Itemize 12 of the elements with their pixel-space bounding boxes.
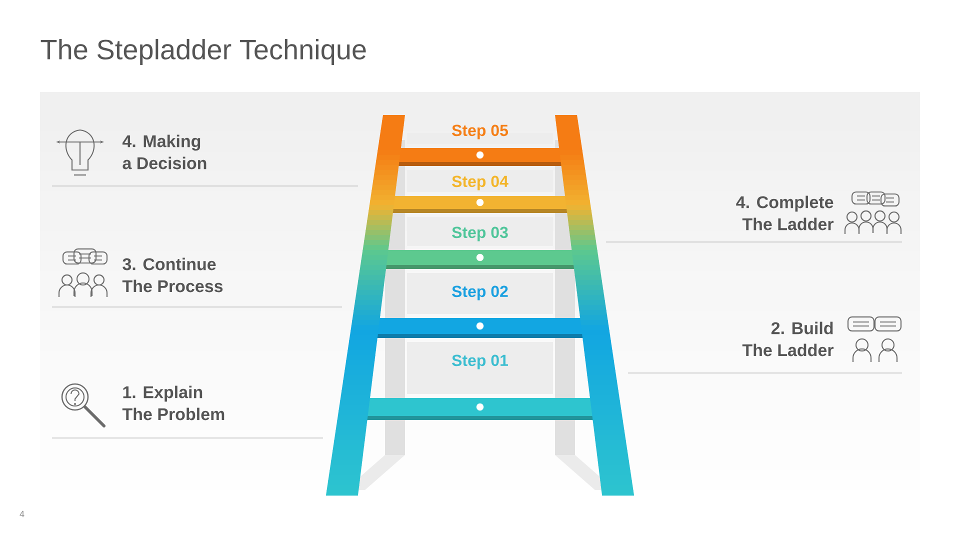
slide-title: The Stepladder Technique [40,38,366,66]
step-title: 4. Complete The Ladder [736,196,834,230]
step-title: 4. Making a Decision [122,134,206,170]
step-title: 3. Continue The Process [122,258,223,292]
step-label: Step 04 [452,176,508,190]
step-label: Step 02 [452,286,508,300]
step-label: Step 05 [452,124,508,140]
step-label: Step 03 [452,226,508,242]
step-label: Step 01 [452,354,508,370]
page-number: 4 [20,510,24,518]
step-title: 2. Build The Ladder [742,322,834,356]
step-title: 1. Explain The Problem [122,386,224,420]
